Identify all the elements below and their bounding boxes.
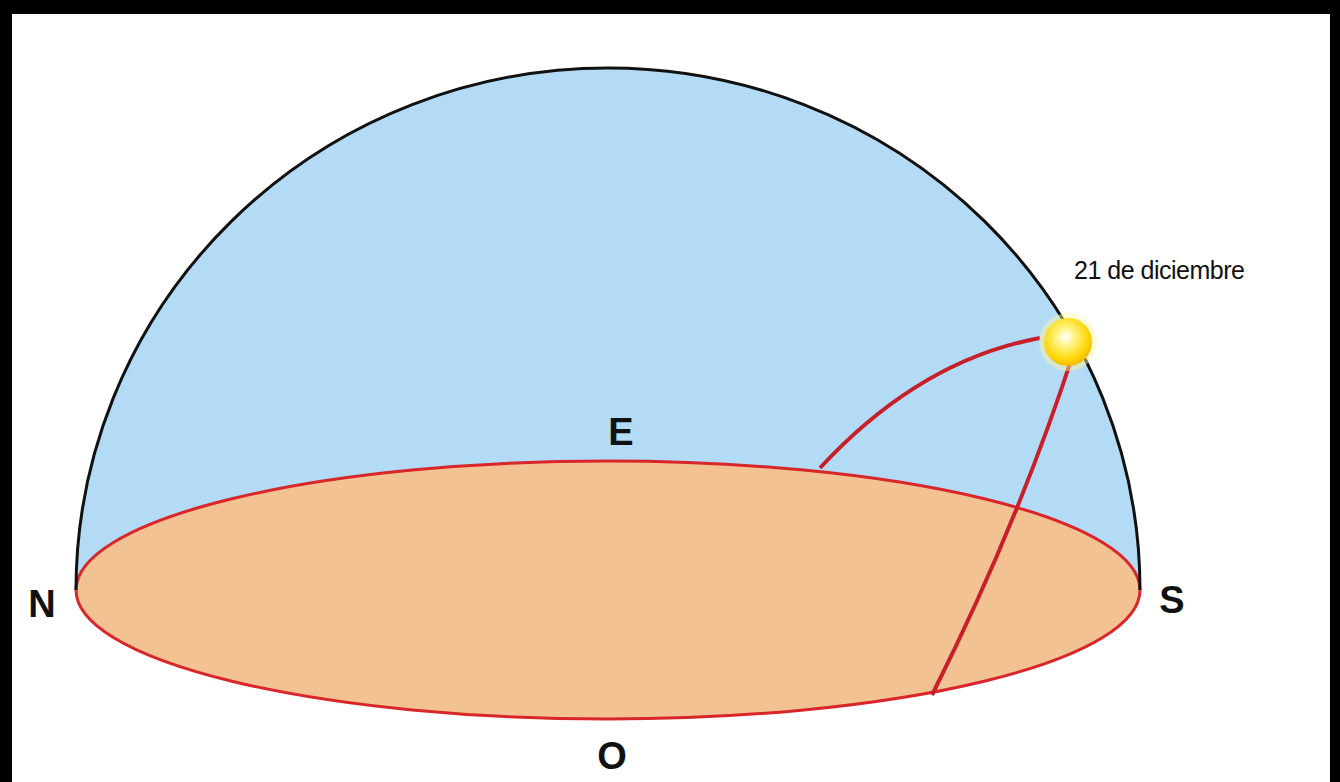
sun-path-set (932, 345, 1076, 695)
white-ground (12, 14, 1330, 782)
compass-label: O (597, 737, 627, 775)
compass-label: E (608, 413, 633, 451)
sun-glow (1039, 313, 1097, 371)
compass-label: N (28, 585, 55, 623)
sun-symbol (1044, 318, 1092, 366)
compass-label: S (1159, 581, 1184, 619)
date-label: 21 de diciembre (1074, 258, 1244, 283)
sun-path-rise (820, 338, 1040, 468)
dome-outline (76, 68, 1140, 590)
